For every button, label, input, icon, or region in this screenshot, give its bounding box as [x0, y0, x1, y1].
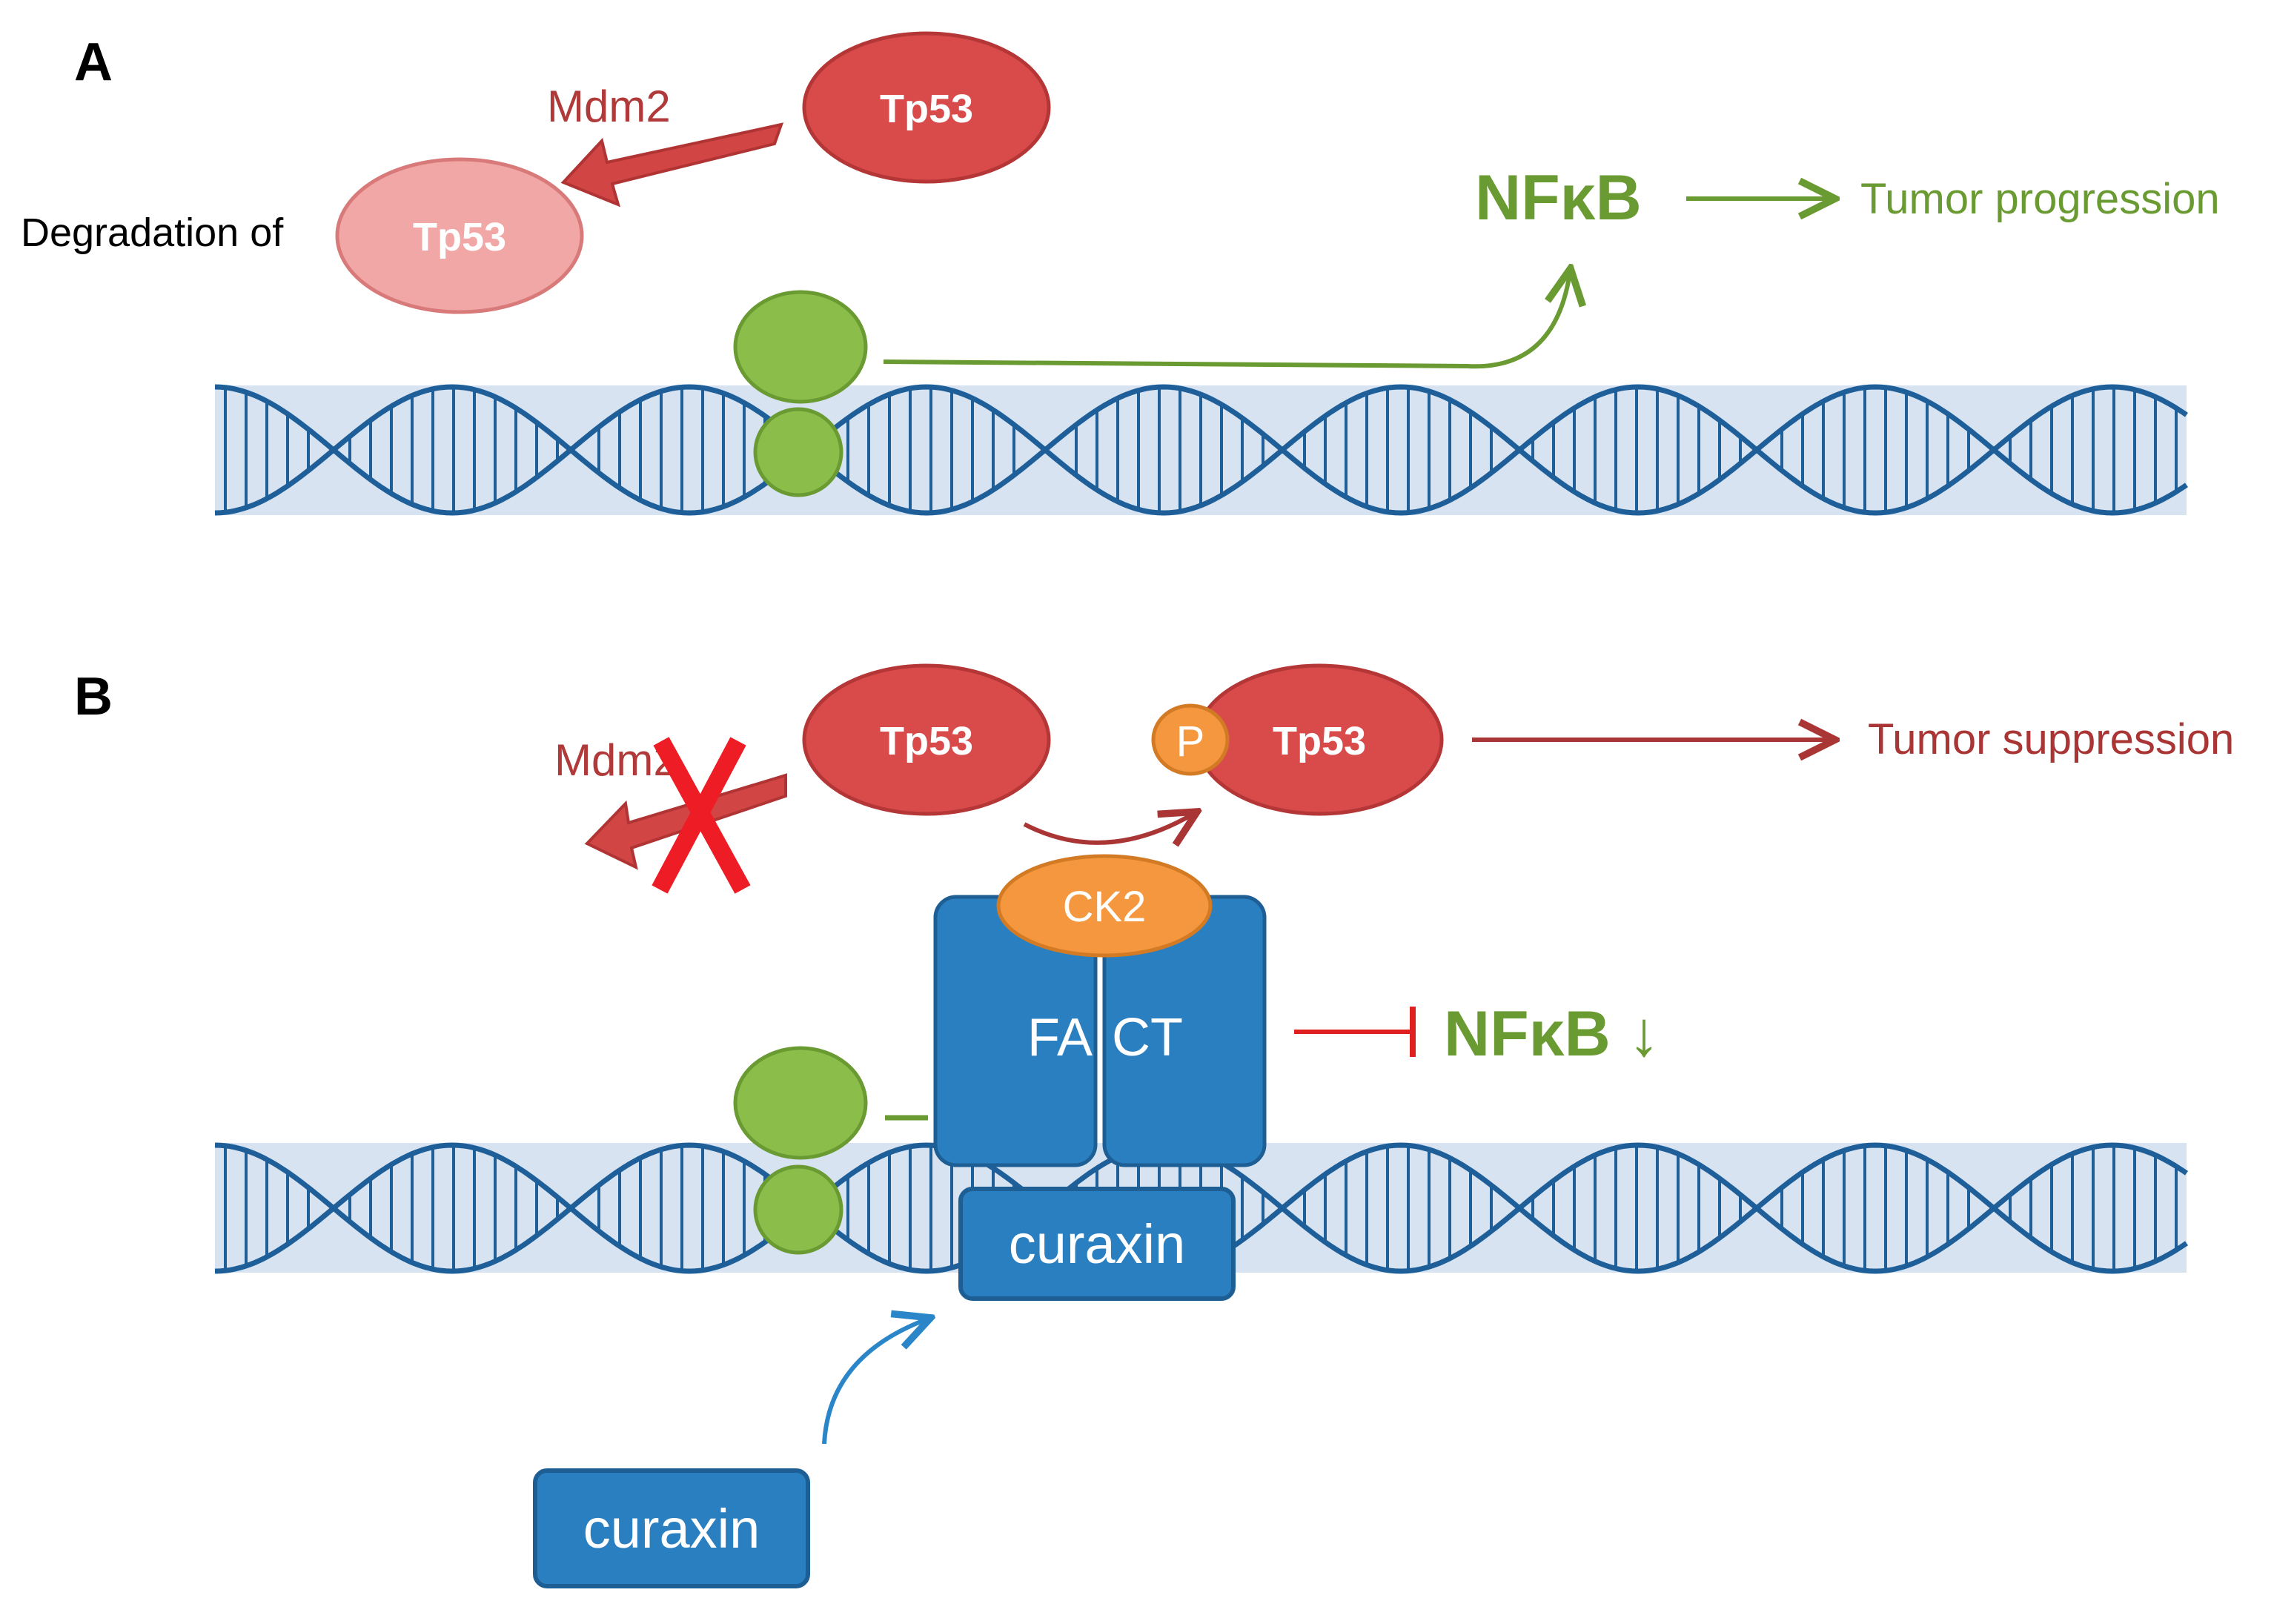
tp53-label-b: Tp53 [880, 719, 973, 763]
inhibition-cross-icon [652, 737, 751, 894]
curaxin-free-label: curaxin [583, 1498, 760, 1560]
tp53-label-a: Tp53 [880, 87, 973, 131]
dna-strand-a-1 [214, 384, 2189, 516]
panel-b: B FA CT CK2 curaxin curaxin Tp53 [74, 663, 2234, 1588]
mdm2-arrow-a [560, 122, 784, 208]
ck2-label: CK2 [1063, 883, 1147, 931]
nfkb-label-a: NFκB [1475, 162, 1642, 233]
curaxin-bound [958, 1187, 1236, 1301]
ck2-kinase [996, 854, 1213, 958]
tumor-progression-label: Tumor progression [1860, 175, 2220, 223]
dna-helix-a [214, 384, 2189, 516]
green-factor-bottom-a [753, 407, 843, 497]
phosphorylation-arrow [1023, 814, 1193, 843]
curaxin-binding-arrow [822, 1319, 926, 1445]
dna-rungs-a [224, 387, 2178, 513]
green-factor-bottom-b [753, 1164, 843, 1255]
curaxin-bound-label: curaxin [1009, 1213, 1186, 1275]
phosphate-group [1151, 703, 1230, 776]
degradation-label: Degradation of [21, 211, 284, 255]
phospho-tp53-label: Tp53 [1273, 719, 1366, 763]
panel-b-label: B [74, 667, 113, 726]
tumor-suppression-label: Tumor suppression [1868, 715, 2234, 763]
green-factor-top-b [733, 1046, 868, 1160]
tp53-protein-b [802, 663, 1051, 816]
phosphate-label: P [1176, 717, 1205, 766]
mdm2-label-a: Mdm2 [547, 82, 671, 131]
curaxin-free [533, 1468, 810, 1588]
green-factor-top-a [733, 290, 868, 404]
degraded-tp53-label-a: Tp53 [413, 215, 506, 259]
activation-arrow-a [883, 273, 1570, 369]
dna-strand-a-2 [214, 384, 2189, 516]
fact-label-right: CT [1112, 1008, 1183, 1067]
degraded-tp53-a [335, 157, 584, 314]
tp53-protein-a [802, 31, 1051, 184]
panel-a: A NFκB Tumor progression Tp53 Mdm2 Tp53 … [21, 31, 2220, 516]
nfkb-reduced-label: NFκB ↓ [1444, 998, 1660, 1070]
panel-a-label: A [74, 33, 113, 92]
fact-label-left: FA [1027, 1008, 1093, 1067]
